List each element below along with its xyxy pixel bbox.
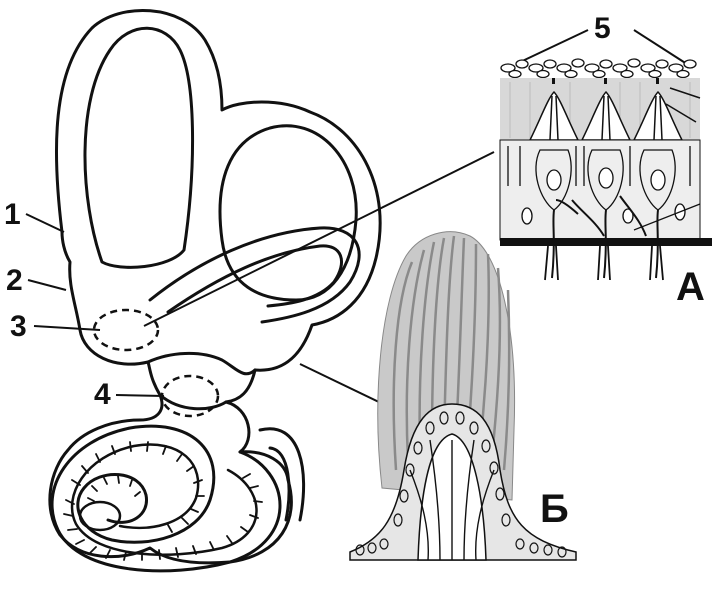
cochlea-outer-turn bbox=[50, 424, 282, 573]
hair-cell-nuclei bbox=[521, 167, 686, 225]
epithelium-layer bbox=[499, 139, 701, 241]
label-1: 1 bbox=[4, 198, 21, 231]
crista-cells bbox=[355, 411, 567, 558]
cochlea-inner-turn bbox=[70, 443, 258, 556]
hair-bundles bbox=[528, 90, 684, 141]
labyrinth-outline bbox=[48, 9, 382, 565]
label-2: 2 bbox=[6, 264, 23, 297]
utricle-macula-marker bbox=[92, 308, 160, 352]
saccule-macula-marker bbox=[160, 374, 220, 418]
otoliths bbox=[500, 58, 697, 79]
leader-4 bbox=[115, 394, 165, 397]
leader-5-right bbox=[633, 29, 691, 67]
vestibule-neck bbox=[158, 393, 228, 411]
supporting-cells bbox=[507, 146, 691, 211]
panel-a-macula bbox=[499, 58, 712, 281]
label-4: 4 bbox=[94, 378, 111, 411]
cochlear-duct-tube bbox=[258, 427, 306, 522]
superior-canal-lumen bbox=[83, 26, 195, 269]
label-3: 3 bbox=[10, 310, 27, 343]
nerve-fibres-below bbox=[544, 245, 664, 281]
labyrinth-outer-contour bbox=[48, 9, 382, 565]
basement-membrane bbox=[500, 238, 712, 246]
panel-a-label: А bbox=[676, 265, 705, 309]
crista-nerves bbox=[409, 439, 495, 561]
leader-5-left bbox=[515, 29, 589, 65]
label-5: 5 bbox=[594, 12, 611, 45]
panel-b-crista bbox=[349, 231, 577, 561]
cochlea bbox=[50, 424, 306, 573]
nerve-fibres bbox=[551, 195, 701, 279]
lateral-canal bbox=[148, 226, 361, 324]
leader-3 bbox=[33, 325, 101, 331]
leader-2 bbox=[27, 279, 67, 291]
lateral-canal-inner bbox=[166, 244, 343, 314]
cochlea-apex bbox=[78, 500, 122, 532]
posterior-canal-lumen bbox=[218, 124, 358, 302]
vestibule-lower-contour bbox=[146, 351, 257, 376]
leader-1 bbox=[25, 213, 65, 233]
connector-to-panel-a bbox=[143, 151, 495, 327]
cochlea-hatching bbox=[63, 441, 263, 561]
stereocilia bbox=[549, 87, 701, 141]
panel-b-label: Б bbox=[540, 487, 569, 531]
